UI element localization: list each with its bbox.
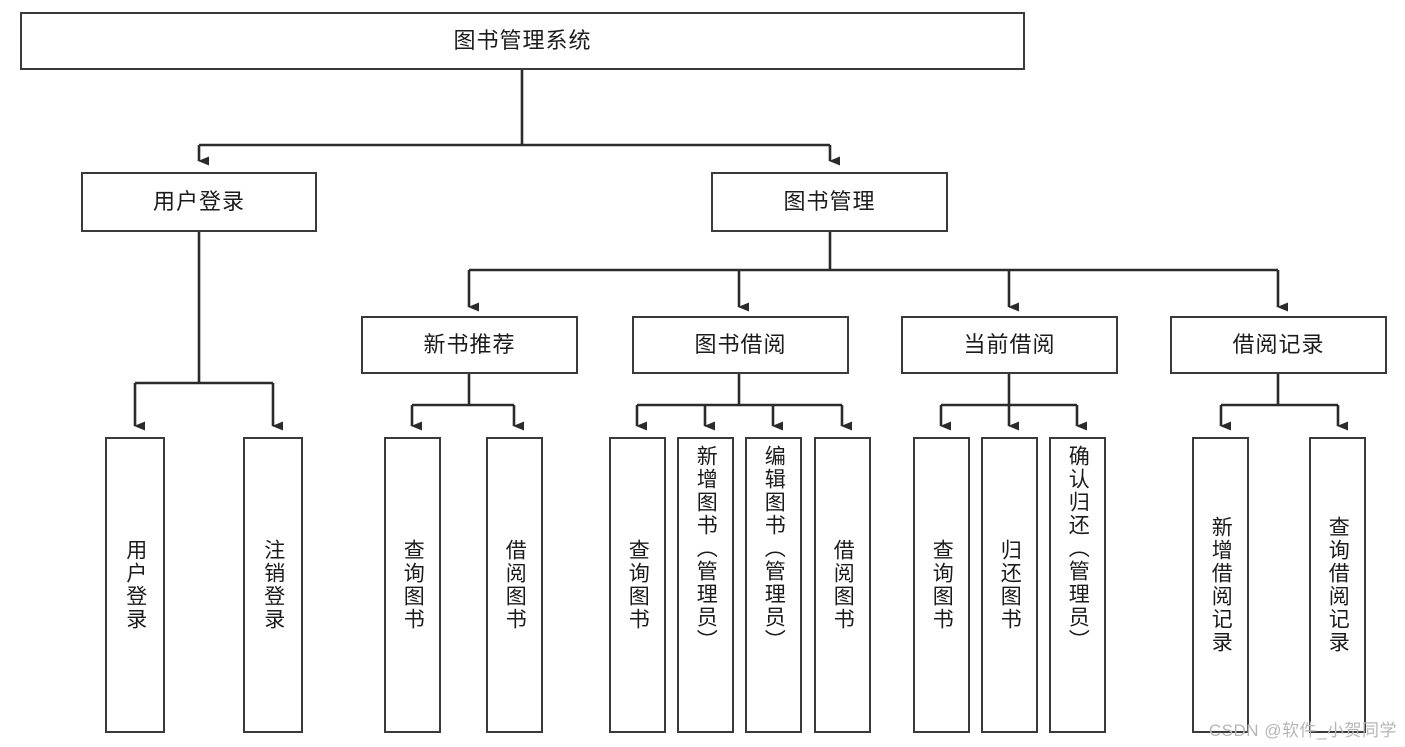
watermark-text: CSDN @软件_小贺同学: [1208, 721, 1397, 740]
node-current-borrow-label: 当前借阅: [963, 331, 1056, 357]
node-book-borrow-label: 图书借阅: [694, 331, 787, 357]
leaf-user-login-2-label: 注销登录: [261, 539, 285, 631]
node-book-borrow[interactable]: 图书借阅: [632, 316, 849, 374]
leaf-new-book-2-label: 借阅图书: [503, 539, 527, 631]
leaf-book-borrow-3-label: 编辑图书（管理员）: [762, 445, 786, 652]
node-borrow-record[interactable]: 借阅记录: [1170, 316, 1387, 374]
leaf-borrow-record-1[interactable]: 新增借阅记录: [1192, 437, 1249, 733]
leaf-book-borrow-4[interactable]: 借阅图书: [814, 437, 871, 733]
leaf-user-login-1[interactable]: 用户登录: [105, 437, 165, 733]
leaf-current-borrow-1[interactable]: 查询图书: [913, 437, 970, 733]
leaf-current-borrow-1-label: 查询图书: [930, 539, 954, 631]
node-user-login-label: 用户登录: [152, 188, 245, 214]
leaf-new-book-1-label: 查询图书: [401, 539, 425, 631]
leaf-current-borrow-3[interactable]: 确认归还（管理员）: [1049, 437, 1106, 733]
leaf-book-borrow-1[interactable]: 查询图书: [609, 437, 666, 733]
leaf-user-login-2[interactable]: 注销登录: [243, 437, 303, 733]
leaf-current-borrow-2-label: 归还图书: [998, 539, 1022, 631]
leaf-book-borrow-3[interactable]: 编辑图书（管理员）: [745, 437, 802, 733]
leaf-book-borrow-1-label: 查询图书: [626, 539, 650, 631]
leaf-book-borrow-2[interactable]: 新增图书（管理员）: [677, 437, 734, 733]
node-current-borrow[interactable]: 当前借阅: [901, 316, 1118, 374]
leaf-new-book-1[interactable]: 查询图书: [384, 437, 441, 733]
node-new-book-recommend[interactable]: 新书推荐: [361, 316, 578, 374]
leaf-borrow-record-1-label: 新增借阅记录: [1209, 516, 1233, 654]
node-book-manage-label: 图书管理: [783, 188, 876, 214]
leaf-book-borrow-4-label: 借阅图书: [831, 539, 855, 631]
leaf-user-login-1-label: 用户登录: [123, 539, 147, 631]
node-book-manage[interactable]: 图书管理: [711, 172, 948, 232]
node-user-login[interactable]: 用户登录: [81, 172, 317, 232]
leaf-current-borrow-3-label: 确认归还（管理员）: [1066, 445, 1090, 652]
leaf-borrow-record-2-label: 查询借阅记录: [1326, 516, 1350, 654]
node-root-label: 图书管理系统: [453, 27, 592, 53]
leaf-book-borrow-2-label: 新增图书（管理员）: [694, 445, 718, 652]
leaf-new-book-2[interactable]: 借阅图书: [486, 437, 543, 733]
leaf-borrow-record-2[interactable]: 查询借阅记录: [1309, 437, 1366, 733]
node-new-book-recommend-label: 新书推荐: [423, 331, 516, 357]
node-root[interactable]: 图书管理系统: [20, 12, 1025, 70]
leaf-current-borrow-2[interactable]: 归还图书: [981, 437, 1038, 733]
node-borrow-record-label: 借阅记录: [1232, 331, 1325, 357]
